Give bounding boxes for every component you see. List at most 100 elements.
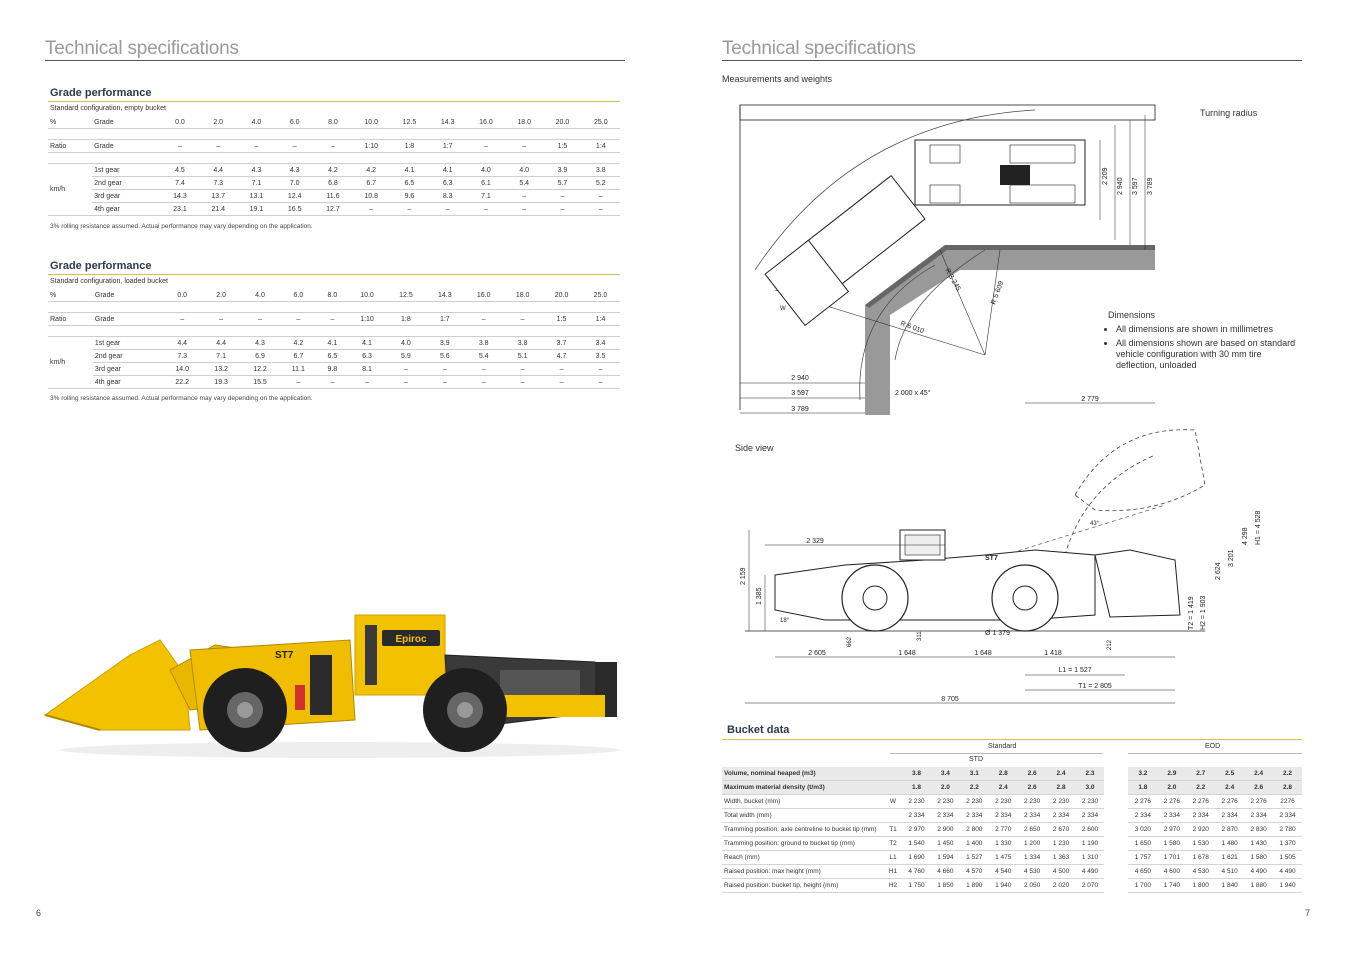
- grade-header-cell: 20.0: [543, 116, 582, 129]
- grade-gear-cell: 23.1: [160, 202, 200, 216]
- dim-t2: T2 = 1 419: [1188, 596, 1195, 630]
- grade-gear-cell: 3.8: [464, 336, 504, 350]
- grade-gear-cell: 21.4: [199, 202, 238, 216]
- bucket-std-value: 2 650: [1017, 822, 1047, 837]
- grade-gear-cell: –: [464, 375, 504, 389]
- bucket-eod-value: 2.2: [1186, 780, 1216, 795]
- bucket-std-value: 4 500: [1046, 864, 1076, 879]
- turning-radius-diagram: W R 6 010 R 3 245 R 5 609 2 940 3 597 3 …: [739, 104, 1156, 415]
- bucket-std-value: 2 070: [1075, 878, 1105, 893]
- loader-illustration: Epiroc ST7: [43, 614, 620, 758]
- bucket-separator: [1104, 850, 1129, 865]
- dim-212: 212: [1107, 639, 1113, 650]
- dim-3201: 3 201: [1228, 549, 1235, 567]
- page-title: Technical specifications: [45, 38, 239, 59]
- page-title: Technical specifications: [722, 38, 916, 59]
- grade-header-cell: 25.0: [581, 116, 620, 129]
- grade-gear-cell: 16.5: [275, 202, 314, 216]
- bucket-eod-value: 4 530: [1186, 864, 1216, 879]
- grade-gear-cell: –: [581, 189, 620, 203]
- grade-header-cell: %: [48, 116, 93, 129]
- grade-gear-cell: –: [347, 375, 387, 389]
- grade-gear-cell: –: [543, 202, 582, 216]
- radius-mid: R 5 609: [990, 280, 1005, 306]
- model-label: ST7: [275, 650, 294, 661]
- bucket-row-label: Raised position: max height (mm): [722, 864, 884, 879]
- bucket-std-value: 1 400: [959, 836, 989, 851]
- group-rule-eod: [1128, 753, 1302, 754]
- bucket-eod-value: 2 780: [1273, 822, 1302, 837]
- bucket-row: Raised position: bucket tip, height (mm)…: [722, 878, 1302, 893]
- grade-ratio-cell: –: [237, 139, 276, 153]
- bucket-std-value: 2.0: [930, 780, 960, 795]
- model-side: ST7: [985, 555, 998, 562]
- grade-gear-cell: 6.1: [466, 176, 506, 190]
- grade-gear-cell: 13.1: [237, 189, 276, 203]
- grade-ratio-cell: –: [279, 312, 318, 326]
- grade-header-cell: 8.0: [313, 116, 353, 129]
- grade-ratio-cell: 1:4: [581, 139, 620, 153]
- grade-gear-cell: 3.5: [580, 349, 620, 363]
- dim-662: 662: [847, 636, 853, 647]
- bucket-eod-value: 1 940: [1273, 878, 1302, 893]
- bucket-std-value: 2 230: [930, 794, 960, 809]
- bucket-separator: [1104, 822, 1129, 837]
- bucket-std-value: 1 594: [930, 850, 960, 865]
- radius-inner: R 3 245: [943, 268, 961, 293]
- grade-gear-cell: 2nd gear: [92, 176, 161, 190]
- grade-gear-cell: 22.2: [162, 375, 202, 389]
- grade-gear-cell: 3.7: [542, 336, 581, 350]
- wheel-dia: Ø 1 379: [985, 630, 1010, 637]
- grade-gear-cell: 5.1: [503, 349, 543, 363]
- left-page: Technical specifications Grade performan…: [0, 0, 674, 955]
- subtitle: Measurements and weights: [722, 74, 833, 84]
- articulation-joint: [310, 655, 332, 715]
- grade-gear-cell: –: [503, 375, 543, 389]
- grade-gear-cell: –: [466, 202, 506, 216]
- grade-header-cell: 16.0: [466, 116, 506, 129]
- grade-gear-cell: 1st gear: [92, 163, 161, 177]
- bucket-eod-value: 4 600: [1157, 864, 1187, 879]
- grade-ratio-cell: –: [201, 312, 241, 326]
- bucket-std-value: 4 660: [930, 864, 960, 879]
- bucket-separator: [1104, 767, 1129, 781]
- bucket-eod-value: 1 370: [1273, 836, 1302, 851]
- bucket-std-value: 2 334: [959, 808, 989, 823]
- grade-gear-cell: 4.0: [505, 163, 544, 177]
- bucket-eod-value: 2.8: [1273, 780, 1302, 795]
- bucket-std-value: 2 230: [1046, 794, 1076, 809]
- corner-dim: 2 000 x 45°: [895, 389, 931, 397]
- grade-gear-cell: 19.1: [237, 202, 276, 216]
- grade-header-cell: 8.0: [317, 289, 348, 302]
- grade-gear-cell: 8.3: [428, 189, 467, 203]
- wheel-top-3: [1009, 144, 1076, 164]
- group-eod: EOD: [1205, 743, 1221, 750]
- grade-gear-cell: 4.3: [275, 163, 314, 177]
- grade-gear-cell: 7.1: [466, 189, 506, 203]
- grade-gear-cell: –: [279, 375, 318, 389]
- frame-top: [739, 104, 1156, 121]
- bucket-std-value: 2.2: [959, 780, 989, 795]
- grade-gear-cell: –: [386, 362, 426, 376]
- bucket-eod-value: 2 334: [1186, 808, 1216, 823]
- grade-gear-cell: 7.3: [199, 176, 238, 190]
- bucket-std-value: 2.4: [1046, 767, 1076, 781]
- bucket-eod-value: 3 020: [1128, 822, 1158, 837]
- bucket-std-value: 3.0: [1075, 780, 1105, 795]
- grade-header-cell: 25.0: [580, 289, 620, 302]
- radius-line-2: [939, 249, 986, 356]
- bucket-row-symbol: H1: [884, 864, 902, 879]
- grade-gear-cell: 3.8: [503, 336, 543, 350]
- corridor-wall: [865, 245, 1155, 415]
- dim-1648-b: 1 648: [974, 650, 992, 657]
- bucket-eod-value: 2 334: [1128, 808, 1158, 823]
- bucket-side: [1094, 549, 1181, 618]
- grade-ratio-cell: –: [505, 139, 544, 153]
